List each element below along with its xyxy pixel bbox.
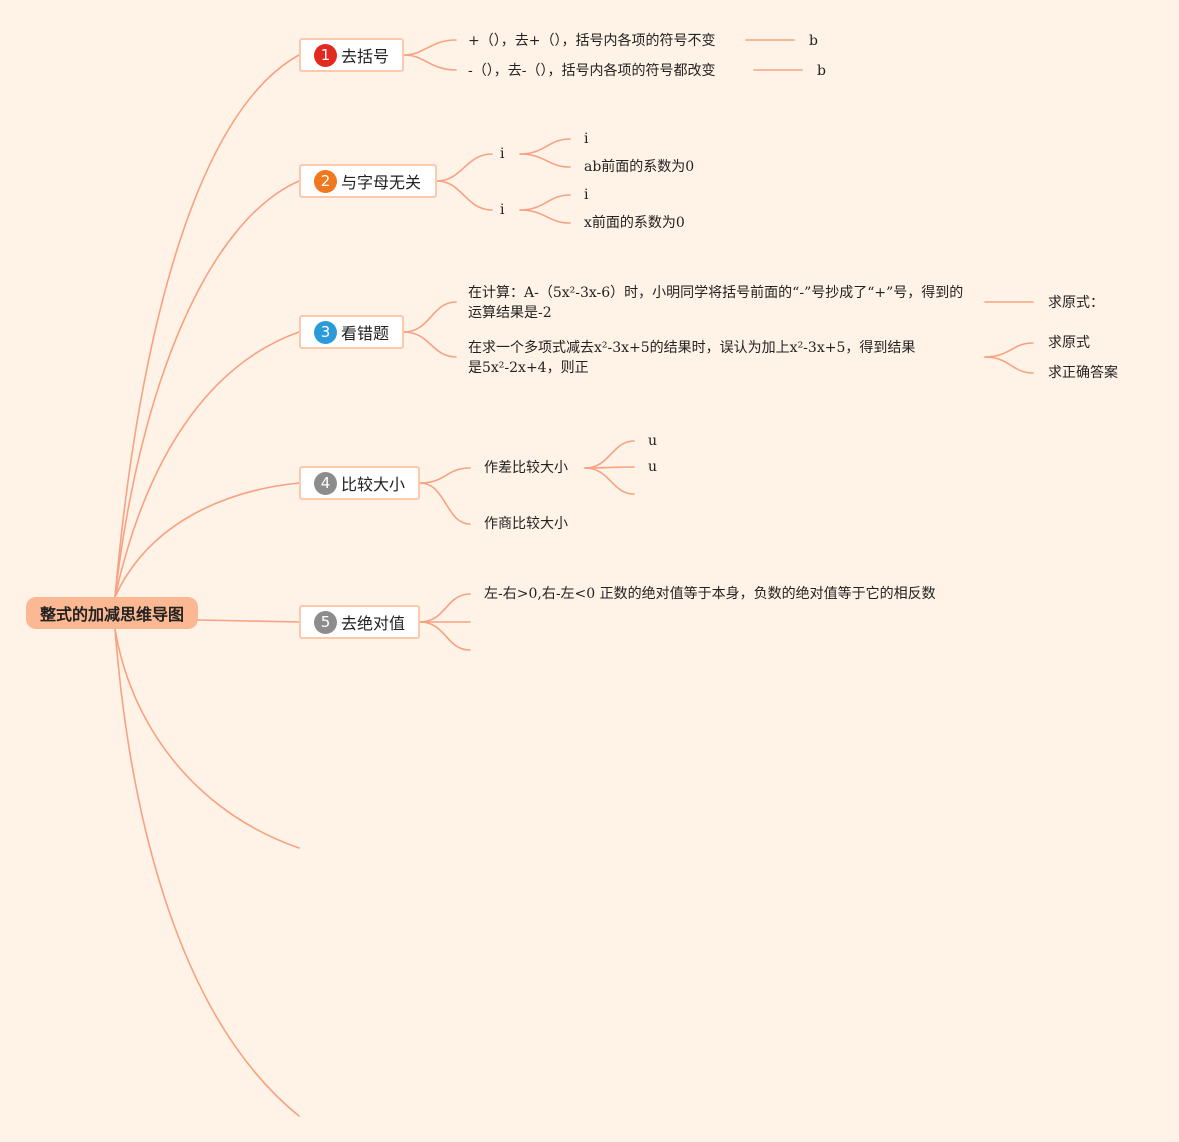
link-b2-g2-c1 [519, 194, 571, 211]
link-b3-q2-ans1 [984, 342, 1034, 358]
b4-method-1-child-2[interactable]: u [648, 459, 658, 475]
link-b3-q1 [403, 301, 457, 333]
b3-question-2-answer-2[interactable]: 求正确答案 [1048, 365, 1118, 381]
b4-method-2[interactable]: 作商比较大小 [484, 516, 568, 532]
link-b2-g1 [436, 153, 493, 182]
link-root-empty2 [114, 628, 300, 1117]
b3-question-1-answer[interactable]: 求原式： [1048, 295, 1104, 311]
b3-question-2[interactable]: 在求一个多项式减去x²-3x+5的结果时，误认为加上x²-3x+5，得到结果是5… [468, 340, 916, 376]
b4-method-1[interactable]: 作差比较大小 [484, 460, 568, 476]
branch-2-node[interactable]: 2 与字母无关 [299, 164, 437, 198]
link-b1-r1 [403, 39, 457, 56]
b2-group-1-child-1[interactable]: i [584, 131, 589, 147]
root-topic[interactable]: 整式的加减思维导图 [26, 597, 198, 629]
b2-group-1-child-2[interactable]: ab前面的系数为0 [584, 159, 695, 175]
branch-1-label: 去括号 [341, 47, 390, 66]
b2-group-2-child-1[interactable]: i [584, 187, 589, 203]
number-5-badge-icon: 5 [314, 610, 337, 634]
b4-method-1-child-1[interactable]: u [648, 433, 658, 449]
b3-question-1[interactable]: 在计算：A-（5x²-3x-6）时，小明同学将括号前面的“-”号抄成了“+”号，… [468, 285, 964, 321]
link-root-b4 [114, 482, 300, 598]
branch-3-label: 看错题 [341, 324, 390, 343]
branch-5-label: 去绝对值 [341, 614, 406, 633]
branch-3-node[interactable]: 3 看错题 [299, 315, 404, 349]
number-4-badge-icon: 4 [314, 471, 337, 495]
branch-5-node[interactable]: 5 去绝对值 [299, 605, 420, 639]
branch-4-node[interactable]: 4 比较大小 [299, 466, 420, 500]
b3-question-2-answer-1[interactable]: 求原式 [1048, 335, 1090, 351]
branch-2-label: 与字母无关 [341, 173, 422, 192]
link-b5-r1 [419, 593, 471, 623]
link-b1-r2 [403, 54, 457, 71]
number-1-badge-icon: 1 [314, 43, 337, 67]
link-b4-m1 [419, 467, 471, 484]
b5-rule-1[interactable]: 左-右>0,右-左<0 正数的绝对值等于本身，负数的绝对值等于它的相反数 [484, 586, 936, 602]
b1-rule-1-note[interactable]: b [809, 33, 818, 49]
link-root-empty1 [114, 628, 300, 849]
b1-rule-2[interactable]: -（），去-（），括号内各项的符号都改变 [468, 63, 716, 79]
link-b2-g1-c1 [519, 138, 571, 155]
b2-group-2-child-2[interactable]: x前面的系数为0 [584, 215, 685, 231]
link-b2-g1-c2 [519, 153, 571, 168]
link-b3-q2 [403, 331, 457, 358]
number-3-badge-icon: 3 [314, 320, 337, 344]
b1-rule-2-note[interactable]: b [817, 63, 826, 79]
branch-1-node[interactable]: 1 去括号 [299, 38, 404, 72]
link-b4-m1-c1 [584, 440, 635, 469]
b2-group-1[interactable]: i [500, 146, 505, 162]
link-b4-m1-c3 [584, 467, 635, 495]
link-root-b3 [114, 331, 300, 598]
link-b4-m2 [419, 482, 471, 525]
link-root-b5 [197, 619, 300, 623]
link-root-b2 [114, 180, 300, 598]
b2-group-2[interactable]: i [500, 202, 505, 218]
number-2-badge-icon: 2 [314, 169, 337, 193]
b1-rule-1[interactable]: +（），去+（），括号内各项的符号不变 [468, 33, 716, 49]
link-root-b1 [114, 54, 300, 598]
link-b5-r3 [419, 621, 471, 651]
link-b3-q2-ans2 [984, 356, 1034, 374]
link-b2-g2 [436, 180, 493, 211]
branch-4-label: 比较大小 [341, 475, 406, 494]
link-b2-g2-c2 [519, 209, 571, 224]
